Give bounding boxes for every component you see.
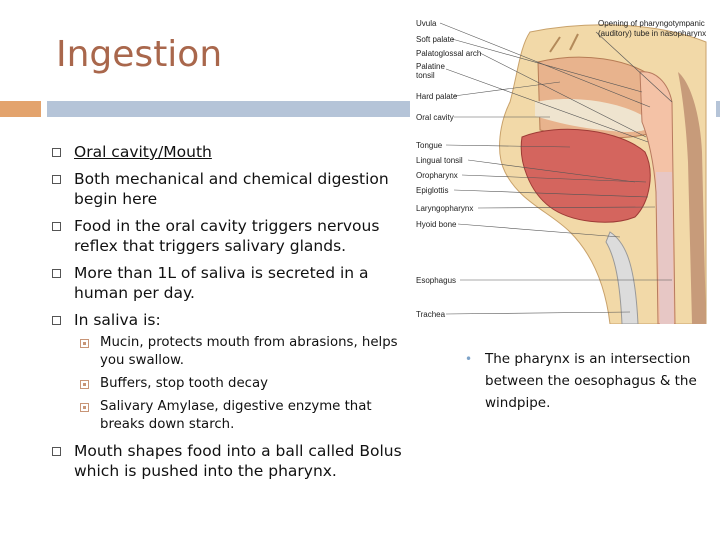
label-oropharynx: Oropharynx	[416, 171, 458, 180]
label-hyoid-bone: Hyoid bone	[416, 220, 457, 229]
pharynx-note-text: The pharynx is an intersection between t…	[485, 351, 697, 411]
label-pharyngotympanic-1: Opening of pharyngotympanic	[598, 19, 705, 28]
bullet-item: Oral cavity/Mouth	[52, 142, 412, 162]
bullet-list: Oral cavity/Mouth Both mechanical and ch…	[52, 142, 412, 488]
sub-bullet-text: Salivary Amylase, digestive enzyme that …	[100, 399, 372, 432]
accent-bar-orange	[0, 101, 41, 117]
label-epiglottis: Epiglottis	[416, 186, 448, 195]
bullet-text: In saliva is:	[74, 311, 161, 329]
bullet-text: More than 1L of saliva is secreted in a …	[74, 264, 369, 302]
sub-bullet-icon	[80, 403, 89, 412]
sub-bullet-text: Buffers, stop tooth decay	[100, 376, 268, 391]
label-palatoglossal-arch: Palatoglossal arch	[416, 49, 481, 58]
bullet-text: Mouth shapes food into a ball called Bol…	[74, 442, 402, 480]
bullet-item: In saliva is: Mucin, protects mouth from…	[52, 310, 412, 434]
bullet-item: Mouth shapes food into a ball called Bol…	[52, 441, 412, 481]
square-bullet-icon	[52, 447, 61, 456]
pharynx-note: • The pharynx is an intersection between…	[465, 348, 700, 414]
anatomy-diagram: Uvula Soft palate Palatoglossal arch Pal…	[416, 19, 707, 324]
label-tonsil: tonsil	[416, 71, 435, 80]
bullet-text: Both mechanical and chemical digestion b…	[74, 170, 389, 208]
bullet-item: Both mechanical and chemical digestion b…	[52, 169, 412, 209]
label-soft-palate: Soft palate	[416, 35, 455, 44]
sub-bullet-icon	[80, 380, 89, 389]
label-laryngopharynx: Laryngopharynx	[416, 204, 473, 213]
label-uvula: Uvula	[416, 19, 437, 28]
sub-bullet-text: Mucin, protects mouth from abrasions, he…	[100, 335, 398, 368]
anatomy-figure: Uvula Soft palate Palatoglossal arch Pal…	[410, 12, 716, 324]
square-bullet-icon	[52, 175, 61, 184]
square-bullet-icon	[52, 148, 61, 157]
label-esophagus: Esophagus	[416, 276, 456, 285]
square-bullet-icon	[52, 269, 61, 278]
sub-bullet-item: Salivary Amylase, digestive enzyme that …	[74, 398, 412, 434]
label-oral-cavity: Oral cavity	[416, 113, 454, 122]
sub-bullet-item: Mucin, protects mouth from abrasions, he…	[74, 334, 412, 370]
slide-title: Ingestion	[56, 34, 223, 75]
sub-bullet-icon	[80, 339, 89, 348]
bullet-item: Food in the oral cavity triggers nervous…	[52, 216, 412, 256]
square-bullet-icon	[52, 316, 61, 325]
label-tongue: Tongue	[416, 141, 443, 150]
bullet-text: Food in the oral cavity triggers nervous…	[74, 217, 380, 255]
label-hard-palate: Hard palate	[416, 92, 458, 101]
bullet-text: Oral cavity/Mouth	[74, 143, 212, 161]
square-bullet-icon	[52, 222, 61, 231]
label-palatine: Palatine	[416, 62, 445, 71]
label-trachea: Trachea	[416, 310, 446, 319]
dot-bullet-icon: •	[465, 352, 473, 366]
sub-bullet-item: Buffers, stop tooth decay	[74, 375, 412, 393]
label-pharyngotympanic-2: (auditory) tube in nasopharynx	[598, 29, 706, 38]
bullet-item: More than 1L of saliva is secreted in a …	[52, 263, 412, 303]
label-lingual-tonsil: Lingual tonsil	[416, 156, 463, 165]
sub-bullet-list: Mucin, protects mouth from abrasions, he…	[74, 334, 412, 434]
